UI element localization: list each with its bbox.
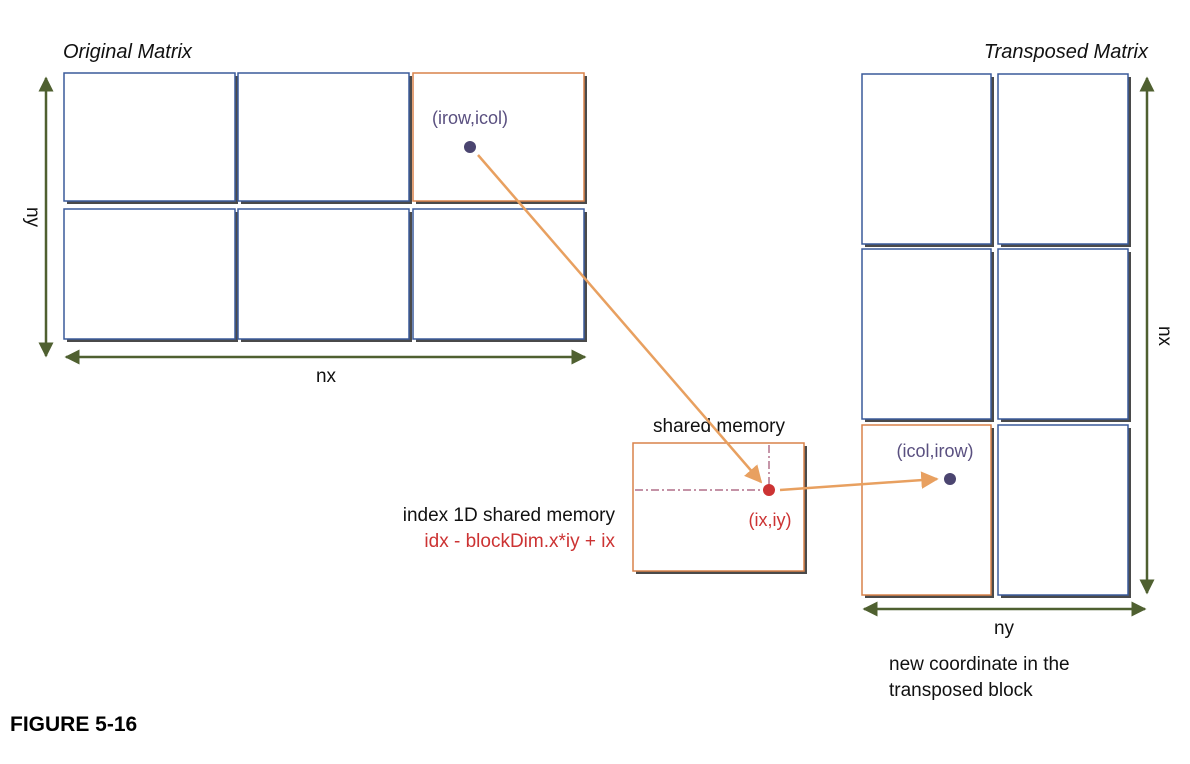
transposed-block-4: [997, 248, 1129, 420]
original-block-4: [63, 208, 236, 340]
original-ny-label: ny: [22, 207, 43, 228]
transposed-block-highlighted: [861, 424, 992, 596]
shared-memory-point: [763, 484, 775, 496]
shared-memory-title: shared memory: [653, 416, 785, 437]
original-block-2: [237, 72, 410, 202]
original-block-highlighted: [412, 72, 585, 202]
source-point: [464, 141, 476, 153]
shared-memory-coordinate-label: (ix,iy): [749, 510, 792, 530]
write-to-transposed-arrow: [779, 471, 939, 492]
transposed-block-1: [861, 73, 992, 245]
shared-memory-block: [632, 442, 805, 572]
index-formula: idx - blockDim.x*iy + ix: [424, 531, 615, 552]
original-block-5: [237, 208, 410, 340]
note-line-2: transposed block: [889, 680, 1033, 701]
original-block-1: [63, 72, 236, 202]
original-block-6: [412, 208, 585, 340]
target-coordinate-label: (icol,irow): [896, 441, 973, 461]
original-matrix: [63, 72, 587, 342]
transposed-block-2: [997, 73, 1129, 245]
index-label: index 1D shared memory: [403, 505, 616, 526]
transposed-nx-label: nx: [1154, 326, 1175, 347]
transposed-matrix-title: Transposed Matrix: [984, 41, 1149, 63]
read-to-shared-arrow: [477, 154, 763, 484]
target-point: [944, 473, 956, 485]
transposed-ny-label: ny: [994, 618, 1015, 639]
original-nx-label: nx: [316, 366, 337, 387]
transposed-matrix: [861, 73, 1131, 598]
transposed-block-6: [997, 424, 1129, 596]
transposed-block-3: [861, 248, 992, 420]
original-matrix-title: Original Matrix: [63, 41, 193, 63]
note-line-1: new coordinate in the: [889, 654, 1070, 675]
figure-label: FIGURE 5-16: [10, 713, 138, 736]
source-coordinate-label: (irow,icol): [432, 108, 508, 128]
